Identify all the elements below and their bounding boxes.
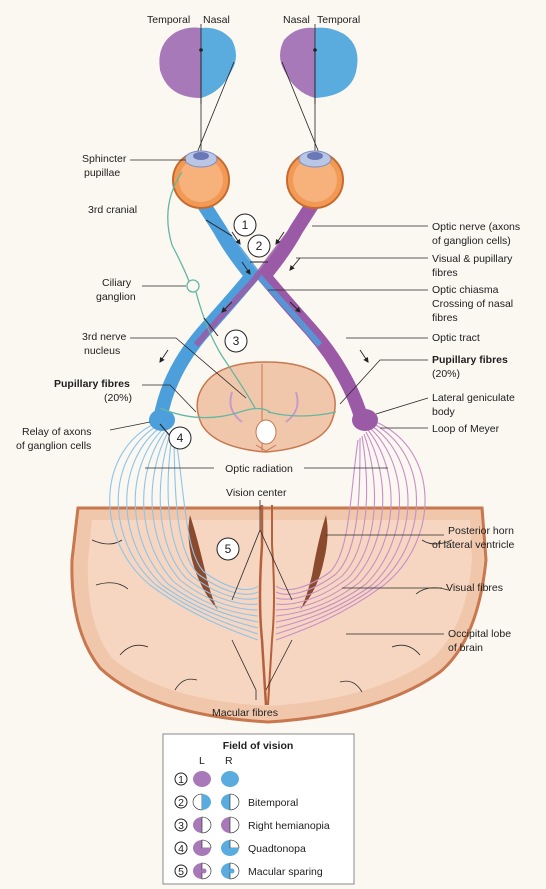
- lesion-marker-2: 2: [248, 235, 270, 262]
- svg-text:Lateral geniculate: Lateral geniculate: [432, 392, 515, 404]
- svg-text:R: R: [225, 755, 233, 767]
- svg-text:4: 4: [178, 843, 184, 855]
- svg-text:3rd nerve: 3rd nerve: [82, 331, 127, 343]
- svg-text:fibres: fibres: [432, 312, 458, 324]
- svg-text:(20%): (20%): [104, 392, 132, 404]
- label-left-nasal: Nasal: [203, 14, 230, 26]
- svg-text:L: L: [199, 755, 205, 767]
- label-sphincter: Sphincter pupillae: [82, 153, 186, 179]
- svg-text:3: 3: [178, 820, 184, 832]
- svg-text:Macular fibres: Macular fibres: [212, 707, 278, 719]
- svg-text:Ciliary: Ciliary: [102, 277, 132, 289]
- svg-text:(20%): (20%): [432, 368, 460, 380]
- svg-text:2: 2: [256, 239, 263, 253]
- svg-text:Loop of Meyer: Loop of Meyer: [432, 423, 500, 435]
- label-visual-pupillary: Visual & pupillary fibres: [296, 253, 513, 279]
- svg-text:of lateral ventricle: of lateral ventricle: [432, 539, 514, 551]
- svg-text:3rd cranial: 3rd cranial: [88, 204, 137, 216]
- svg-text:body: body: [432, 406, 456, 418]
- svg-text:Macular sparing: Macular sparing: [248, 866, 323, 878]
- eye-left: [173, 151, 229, 208]
- lesion-marker-5: 5: [217, 538, 239, 560]
- svg-text:Visual fibres: Visual fibres: [446, 582, 503, 594]
- label-third-cranial: 3rd cranial: [88, 204, 137, 216]
- svg-text:of ganglion cells: of ganglion cells: [16, 440, 91, 452]
- svg-text:Vision center: Vision center: [226, 487, 287, 499]
- midbrain-section: [197, 362, 335, 452]
- label-optic-tract: Optic tract: [346, 332, 480, 344]
- svg-text:Pupillary fibres: Pupillary fibres: [54, 378, 130, 390]
- svg-text:Relay of axons: Relay of axons: [22, 426, 91, 438]
- svg-text:Sphincter: Sphincter: [82, 153, 127, 165]
- svg-text:Occipital lobe: Occipital lobe: [448, 628, 511, 640]
- svg-text:Bitemporal: Bitemporal: [248, 797, 298, 809]
- legend-row-5: 5 Macular sparing: [175, 863, 323, 879]
- svg-text:3: 3: [233, 334, 240, 348]
- legend-row-3: 3 Right hemianopia: [175, 817, 330, 833]
- svg-text:Optic chiasma: Optic chiasma: [432, 284, 499, 296]
- svg-text:of brain: of brain: [448, 642, 483, 654]
- svg-text:pupillae: pupillae: [84, 167, 120, 179]
- svg-text:Visual & pupillary: Visual & pupillary: [432, 253, 513, 265]
- label-optic-nerve: Optic nerve (axons of ganglion cells): [312, 221, 520, 247]
- svg-text:Right hemianopia: Right hemianopia: [248, 820, 330, 832]
- svg-text:2: 2: [178, 797, 184, 809]
- svg-text:ganglion: ganglion: [96, 291, 136, 303]
- svg-text:5: 5: [225, 542, 232, 556]
- svg-text:Pupillary fibres: Pupillary fibres: [432, 354, 508, 366]
- label-loop-of-meyer: Loop of Meyer: [380, 423, 500, 435]
- eye-right: [287, 151, 343, 208]
- svg-text:Crossing of nasal: Crossing of nasal: [432, 298, 513, 310]
- svg-text:Quadtonopa: Quadtonopa: [248, 843, 306, 855]
- lgb-right: [352, 409, 378, 431]
- svg-text:Field of vision: Field of vision: [223, 740, 294, 752]
- svg-text:1: 1: [178, 774, 184, 786]
- label-lgb: Lateral geniculate body: [376, 392, 515, 418]
- label-optic-radiation: Optic radiation: [145, 460, 388, 475]
- svg-text:of ganglion cells): of ganglion cells): [432, 235, 511, 247]
- svg-text:nucleus: nucleus: [84, 345, 120, 357]
- label-ciliary-ganglion: Ciliary ganglion: [96, 277, 186, 303]
- svg-text:fibres: fibres: [432, 267, 458, 279]
- svg-text:5: 5: [178, 866, 184, 878]
- label-relay: Relay of axons of ganglion cells: [16, 422, 150, 452]
- label-left-temporal: Temporal: [147, 14, 190, 26]
- svg-text:Optic tract: Optic tract: [432, 332, 480, 344]
- svg-text:4: 4: [177, 431, 184, 445]
- svg-text:Optic radiation: Optic radiation: [225, 463, 293, 475]
- svg-text:Posterior horn: Posterior horn: [448, 525, 514, 537]
- legend-field-of-vision: Field of vision L R 1 2 Bitemporal 3: [163, 734, 354, 884]
- visual-field-left: [159, 24, 236, 104]
- svg-text:1: 1: [242, 218, 249, 232]
- label-right-nasal: Nasal: [283, 14, 310, 26]
- visual-field-right: [280, 24, 358, 104]
- occipital-lobe: [72, 505, 486, 722]
- svg-text:Optic nerve (axons: Optic nerve (axons: [432, 221, 520, 233]
- label-right-temporal: Temporal: [317, 14, 360, 26]
